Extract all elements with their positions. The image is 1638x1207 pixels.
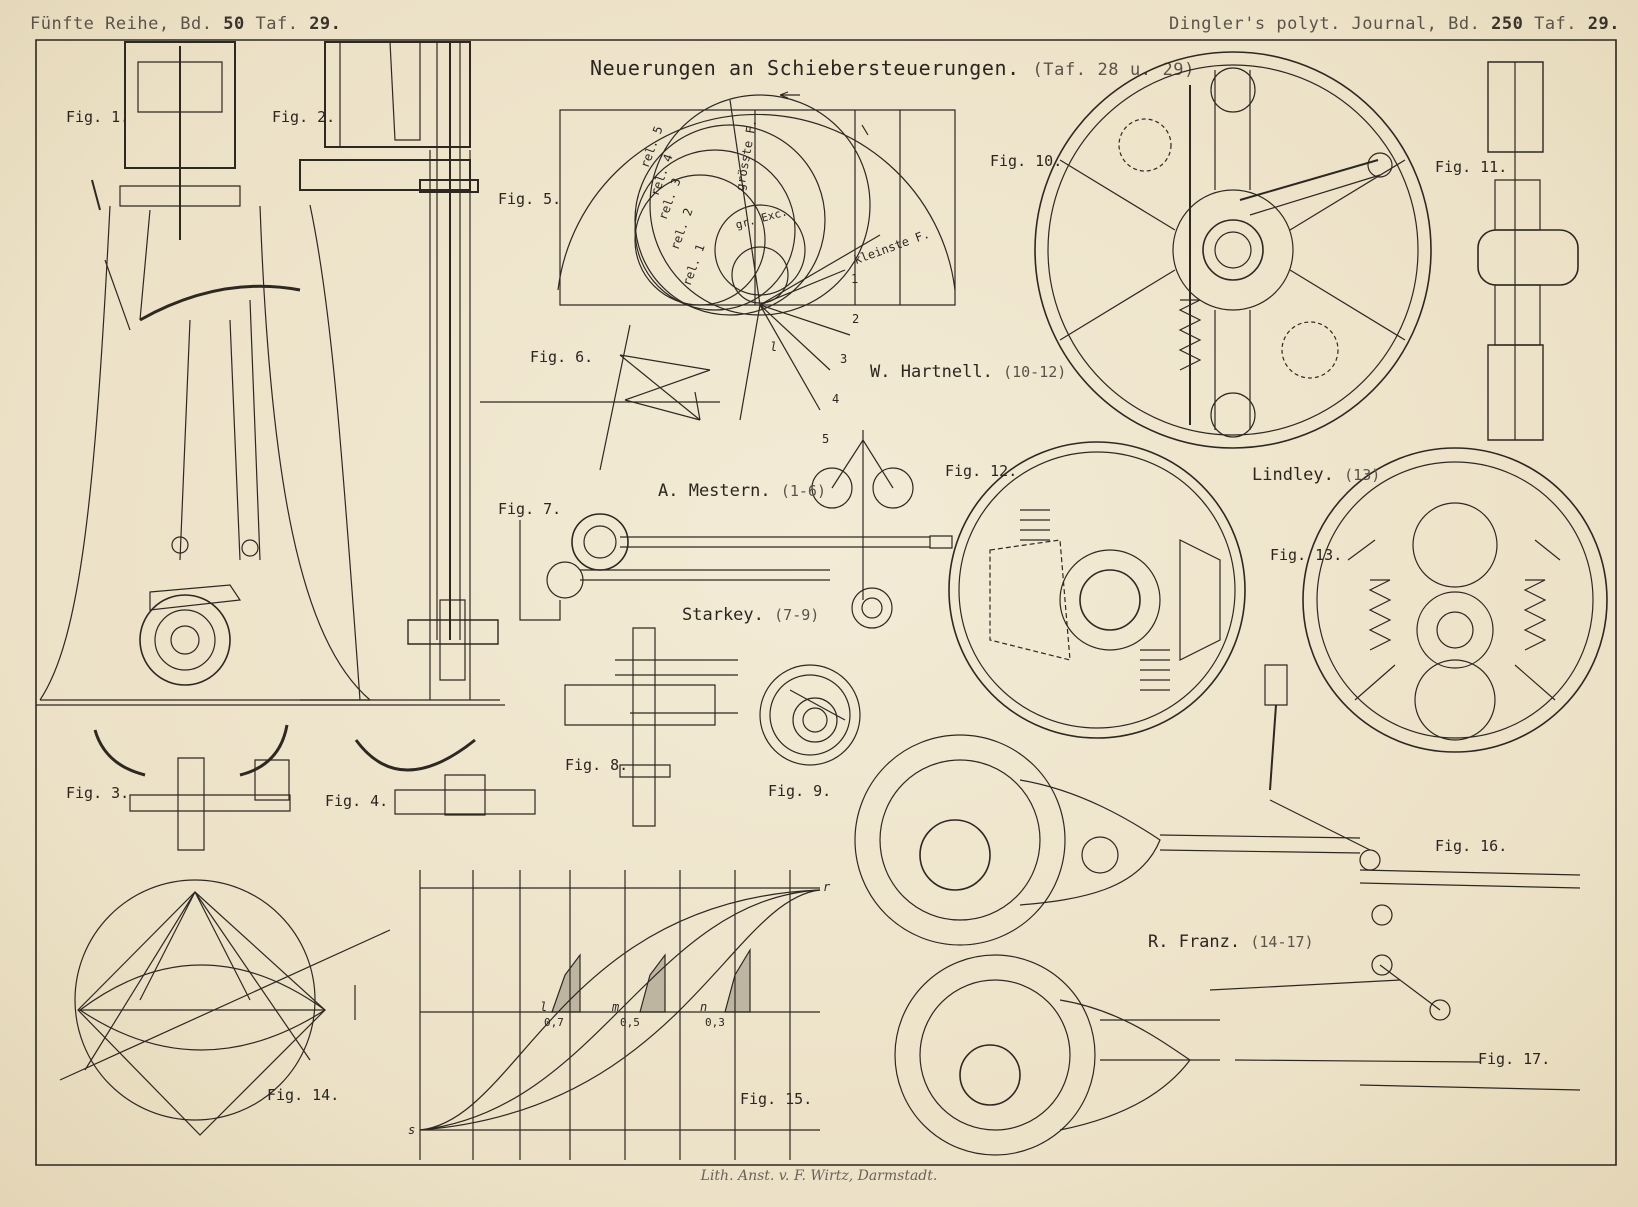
fig10-label: Fig. 10. bbox=[990, 152, 1063, 170]
header-right-volume: 250 bbox=[1491, 14, 1524, 34]
fig5-drawing bbox=[558, 92, 955, 420]
author-lindley-ref: (13) bbox=[1344, 466, 1381, 484]
plate-title-main: Neuerungen an Schiebersteuerungen. bbox=[590, 56, 1020, 80]
fig2-label: Fig. 2. bbox=[272, 108, 336, 126]
author-lindley-name: Lindley. bbox=[1252, 465, 1334, 485]
plate-title: Neuerungen an Schiebersteuerungen. (Taf.… bbox=[590, 56, 1195, 80]
fig15-l: l bbox=[540, 1000, 548, 1014]
fig9-drawing bbox=[760, 665, 860, 765]
fig14-label: Fig. 14. bbox=[267, 1086, 340, 1104]
header-left-volume: 50 bbox=[223, 14, 245, 34]
fig5-label: Fig. 5. bbox=[498, 190, 562, 208]
fig4-drawing bbox=[356, 740, 535, 815]
header-right-prefix: Dingler's polyt. Journal, Bd. bbox=[1169, 14, 1481, 34]
fig15-label: Fig. 15. bbox=[740, 1090, 813, 1108]
fig2-drawing bbox=[300, 42, 500, 700]
header-right-plate: 29. bbox=[1587, 14, 1620, 34]
header-left-taf: Taf. bbox=[255, 14, 299, 34]
author-franz-name: R. Franz. bbox=[1148, 932, 1241, 952]
author-starkey-name: Starkey. bbox=[682, 605, 764, 625]
fig11-drawing bbox=[1478, 62, 1578, 440]
fig5-n5: 5 bbox=[822, 432, 830, 446]
header-left-prefix: Fünfte Reihe, Bd. bbox=[30, 14, 213, 34]
author-starkey: Starkey. (7-9) bbox=[682, 605, 819, 625]
fig11-label: Fig. 11. bbox=[1435, 158, 1508, 176]
header-left: Fünfte Reihe, Bd. 50 Taf. 29. bbox=[30, 14, 341, 34]
fig1-drawing bbox=[40, 42, 370, 700]
lithographer-credit: Lith. Anst. v. F. Wirtz, Darmstadt. bbox=[700, 1168, 938, 1184]
fig3-label: Fig. 3. bbox=[66, 784, 130, 802]
fig6-drawing bbox=[480, 325, 720, 470]
plate-title-ref: (Taf. 28 u. 29) bbox=[1032, 60, 1195, 80]
fig9-label: Fig. 9. bbox=[768, 782, 832, 800]
fig15-v05: 0,5 bbox=[620, 1016, 640, 1029]
fig7-drawing bbox=[520, 430, 952, 628]
fig16-label: Fig. 16. bbox=[1435, 837, 1508, 855]
fig10-drawing bbox=[1035, 52, 1431, 448]
fig8-label: Fig. 8. bbox=[565, 756, 629, 774]
fig5-n4: 4 bbox=[832, 392, 840, 406]
fig5-n3: 3 bbox=[840, 352, 848, 366]
fig15-v07: 0,7 bbox=[544, 1016, 564, 1029]
author-hartnell-ref: (10-12) bbox=[1003, 363, 1067, 381]
author-lindley: Lindley. (13) bbox=[1252, 465, 1380, 485]
fig17-drawing bbox=[895, 955, 1580, 1155]
fig13-drawing bbox=[1303, 448, 1607, 752]
header-right: Dingler's polyt. Journal, Bd. 250 Taf. 2… bbox=[1169, 14, 1620, 34]
author-starkey-ref: (7-9) bbox=[774, 606, 820, 624]
fig1-label: Fig. 1. bbox=[66, 108, 130, 126]
author-hartnell-name: W. Hartnell. bbox=[870, 362, 993, 382]
author-mestern: A. Mestern. (1-6) bbox=[658, 481, 826, 501]
fig12-label: Fig. 12. bbox=[945, 462, 1018, 480]
plate-border bbox=[36, 40, 1616, 1165]
fig14-drawing bbox=[60, 880, 390, 1135]
fig16-drawing bbox=[855, 665, 1580, 945]
fig15-r: r bbox=[823, 880, 831, 894]
fig3-drawing bbox=[95, 725, 290, 850]
fig15-n: n bbox=[700, 1000, 708, 1014]
fig17-label: Fig. 17. bbox=[1478, 1050, 1551, 1068]
fig4-label: Fig. 4. bbox=[325, 792, 389, 810]
fig12-drawing bbox=[949, 442, 1245, 738]
fig15-m: m bbox=[612, 1000, 620, 1014]
author-franz: R. Franz. (14-17) bbox=[1148, 932, 1314, 952]
fig15-drawing bbox=[420, 870, 820, 1160]
fig5-n2: 2 bbox=[852, 312, 860, 326]
fig15-v03: 0,3 bbox=[705, 1016, 725, 1029]
fig5-l: l bbox=[770, 340, 778, 354]
author-hartnell: W. Hartnell. (10-12) bbox=[870, 362, 1066, 382]
fig6-label: Fig. 6. bbox=[530, 348, 594, 366]
fig15-s: s bbox=[408, 1123, 416, 1137]
author-franz-ref: (14-17) bbox=[1250, 933, 1314, 951]
fig13-label: Fig. 13. bbox=[1270, 546, 1343, 564]
author-mestern-name: A. Mestern. bbox=[658, 481, 771, 501]
fig8-drawing bbox=[565, 628, 738, 826]
header-right-taf: Taf. bbox=[1534, 14, 1578, 34]
header-left-plate: 29. bbox=[309, 14, 342, 34]
fig7-label: Fig. 7. bbox=[498, 500, 562, 518]
fig5-n1: 1 bbox=[851, 272, 859, 286]
author-mestern-ref: (1-6) bbox=[780, 482, 826, 500]
